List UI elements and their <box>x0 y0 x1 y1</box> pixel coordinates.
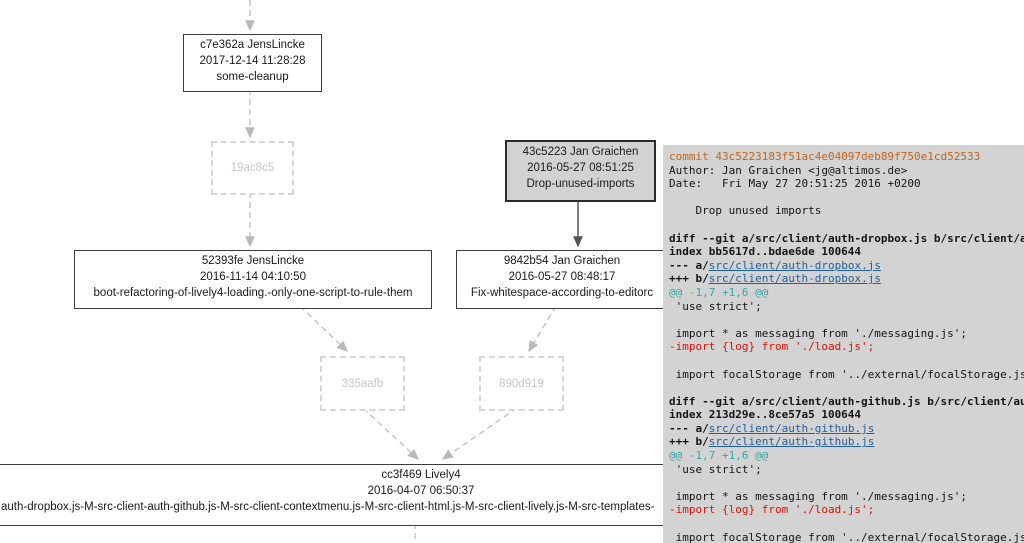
diff-line-blank <box>669 354 1024 368</box>
diff-line-hunk: @@ -1,7 +1,6 @@ <box>669 449 769 463</box>
commit-date: 2017-12-14 11:28:28 <box>199 55 306 67</box>
edge-890d919-to-cc3f469 <box>441 407 518 460</box>
diff-file-link[interactable]: src/client/auth-dropbox.js <box>708 258 881 272</box>
ghost-commit-890d919[interactable]: 890d919 <box>479 356 564 411</box>
commit-message: Fix-whitespace-according-to-editorc <box>470 287 654 299</box>
diff-line-file: --- a/src/client/auth-dropbox.js <box>669 259 1024 273</box>
diff-line-plain: import * as messaging from './messaging.… <box>669 326 968 340</box>
diff-line-blank <box>669 476 1024 490</box>
diff-file-link[interactable]: src/client/auth-github.js <box>708 421 875 435</box>
diff-line-commit: commit 43c5223183f51ac4e04097deb89f750e1… <box>669 150 981 163</box>
commit-hash-author: 9842b54 Jan Graichen <box>503 255 621 267</box>
diff-line-removal: -import {log} from './load.js'; <box>669 340 875 354</box>
diff-line-bold: index bb5617d..bdae6de 100644 <box>669 245 862 259</box>
commit-hash-author: c7e362a JensLincke <box>200 39 305 51</box>
commit-node-52393fe[interactable]: 52393fe JensLincke 2016-11-14 04:10:50 b… <box>74 250 432 309</box>
commit-node-9842b54[interactable]: 9842b54 Jan Graichen 2016-05-27 08:48:17… <box>456 250 668 309</box>
diff-line-hunk: @@ -1,7 +1,6 @@ <box>669 285 769 299</box>
diff-line-blank <box>669 381 1024 395</box>
diff-line-file: +++ b/src/client/auth-github.js <box>669 435 1024 449</box>
diff-line-bold: diff --git a/src/client/auth-dropbox.js … <box>669 231 1024 245</box>
diff-lines: commit 43c5223183f51ac4e04097deb89f750e1… <box>669 150 1024 543</box>
diff-line-plain: Author: Jan Graichen <jg@altimos.de> <box>669 163 908 177</box>
diff-line-blank <box>669 218 1024 232</box>
ghost-commit-hash: 890d919 <box>499 377 544 390</box>
diff-line-plain: Date: Fri May 27 20:51:25 2016 +0200 <box>669 177 921 191</box>
edge-335aafb-to-cc3f469 <box>362 407 420 460</box>
commit-message: boot-refactoring-of-lively4-loading.-onl… <box>93 287 413 299</box>
commit-date: 2016-11-14 04:10:50 <box>200 271 306 283</box>
diff-line-plain: 'use strict'; <box>669 299 762 313</box>
diff-file-marker: --- a/ <box>669 421 709 435</box>
edge-52393fe-to-335aafb <box>299 305 349 352</box>
diff-file-marker: +++ b/ <box>669 272 709 286</box>
commit-date: 2016-04-07 06:50:37 <box>367 485 475 497</box>
commit-node-43c5223-selected[interactable]: 43c5223 Jan Graichen 2016-05-27 08:51:25… <box>505 140 656 202</box>
diff-file-marker: +++ b/ <box>669 435 709 449</box>
commit-date: 2016-05-27 08:51:25 <box>527 162 634 174</box>
diff-line-blank <box>669 517 1024 531</box>
diff-line-plain: import * as messaging from './messaging.… <box>669 489 968 503</box>
ghost-commit-hash: 19ac8c5 <box>230 162 275 174</box>
diff-line-plain: 'use strict'; <box>669 462 762 476</box>
commit-hash-author: 43c5223 Jan Graichen <box>522 146 639 158</box>
diff-line-plain: import focalStorage from '../external/fo… <box>669 367 1024 381</box>
commit-diff-panel[interactable]: commit 43c5223183f51ac4e04097deb89f750e1… <box>663 145 1024 543</box>
diff-line-bold: diff --git a/src/client/auth-github.js b… <box>669 394 1024 408</box>
diff-line-removal: -import {log} from './load.js'; <box>669 503 875 517</box>
ghost-commit-19ac8c5[interactable]: 19ac8c5 <box>211 141 294 195</box>
ghost-commit-335aafb[interactable]: 335aafb <box>320 356 405 411</box>
diff-line-plain: Drop unused imports <box>669 204 822 218</box>
diff-line-bold: index 213d29e..8ce57a5 100644 <box>669 408 862 422</box>
diff-line-blank <box>669 313 1024 327</box>
commit-node-c7e362a[interactable]: c7e362a JensLincke 2017-12-14 11:28:28 s… <box>183 34 322 92</box>
ghost-commit-hash: 335aafb <box>341 377 384 390</box>
diff-file-link[interactable]: src/client/auth-github.js <box>708 435 875 449</box>
commit-hash-author: 52393fe JensLincke <box>201 255 305 267</box>
diff-line-file: +++ b/src/client/auth-dropbox.js <box>669 272 1024 286</box>
diff-line-blank <box>669 191 1024 205</box>
commit-date: 2016-05-27 08:48:17 <box>508 271 616 283</box>
diff-file-marker: --- a/ <box>669 258 709 272</box>
commit-hash-author: cc3f469 Lively4 <box>381 469 461 481</box>
diff-line-plain: import focalStorage from '../external/fo… <box>669 530 1024 543</box>
diff-file-link[interactable]: src/client/auth-dropbox.js <box>708 272 881 286</box>
commit-message: Drop-unused-imports <box>526 178 635 190</box>
commit-message: some-cleanup <box>216 71 289 83</box>
diff-line-file: --- a/src/client/auth-github.js <box>669 422 1024 436</box>
edge-9842b54-to-890d919 <box>528 305 557 353</box>
commit-message: auth-dropbox.js-M-src-client-auth-github… <box>1 501 655 513</box>
